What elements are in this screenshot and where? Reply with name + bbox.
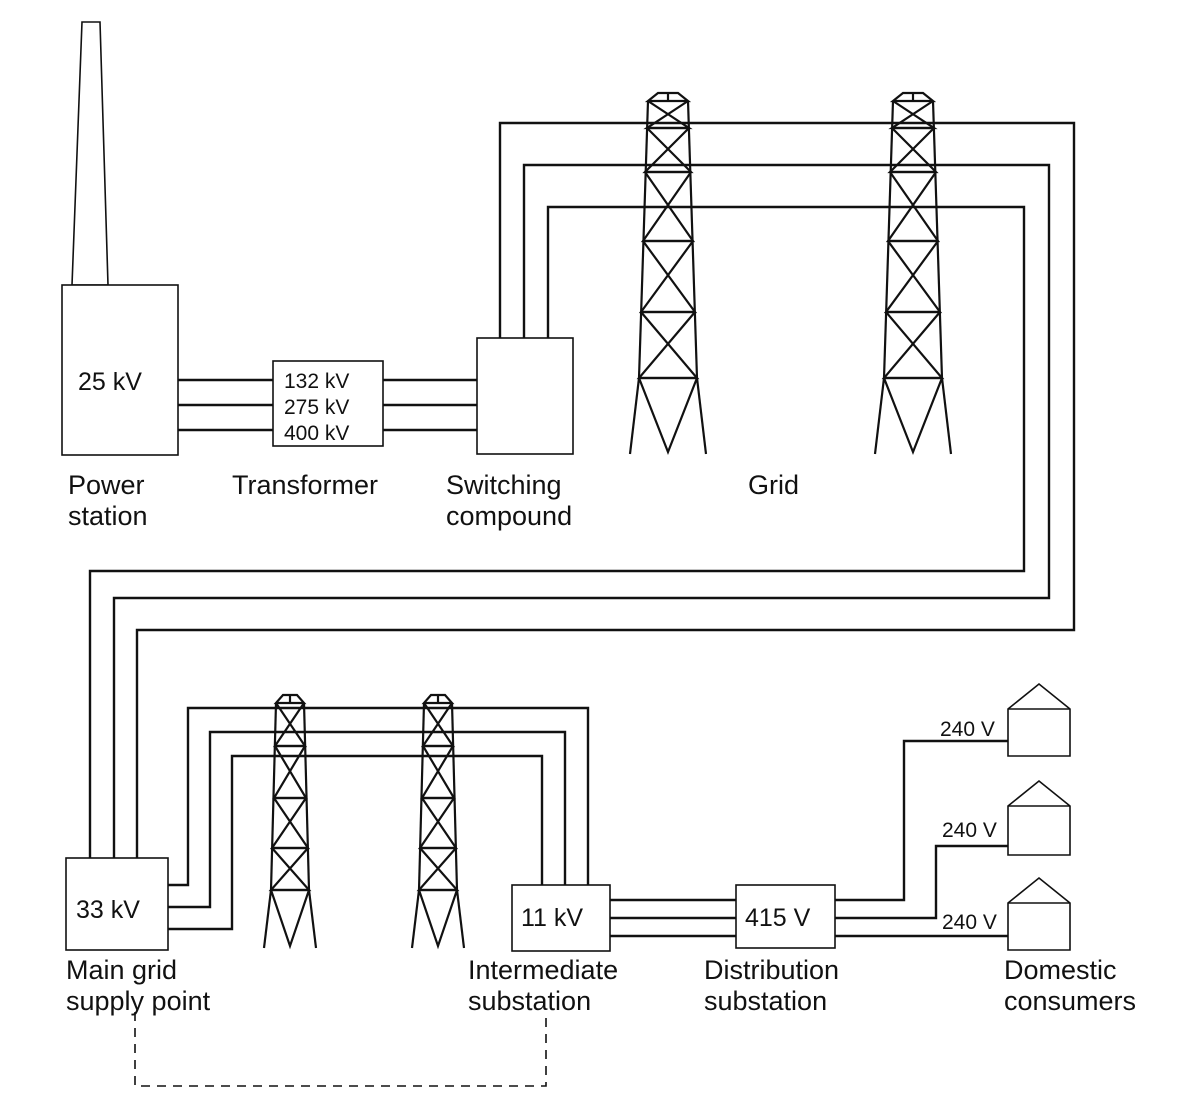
transformer-voltage-3: 400 kV — [284, 422, 349, 445]
intermediate-to-distribution-lines — [610, 898, 736, 938]
grid-pylon-right — [873, 91, 953, 456]
house-icon — [1007, 682, 1071, 757]
main-grid-supply-point-label-line1: Main grid — [66, 955, 177, 985]
distribution-substation-voltage: 415 V — [745, 904, 811, 932]
transformer-voltage-2: 275 kV — [284, 396, 349, 419]
house-voltage-1: 240 V — [940, 718, 995, 741]
main-grid-supply-point-label-line2: supply point — [66, 986, 211, 1016]
distribution-substation-box — [735, 884, 836, 949]
intermediate-substation-box — [511, 884, 611, 952]
power-station-box — [61, 284, 179, 456]
switching-compound-box — [476, 337, 574, 455]
power-to-transformer-lines — [178, 378, 273, 432]
main-grid-supply-point-box — [65, 857, 169, 951]
power-station-chimney — [71, 21, 109, 286]
switching-compound-label-line2: compound — [446, 501, 572, 531]
dashed-underground-link — [134, 1012, 547, 1087]
house-voltage-2: 240 V — [942, 819, 997, 842]
house-icon — [1007, 779, 1071, 856]
grid-pylon-left — [628, 91, 708, 456]
intermediate-substation-voltage: 11 kV — [521, 904, 583, 932]
intermediate-substation-label-line2: substation — [468, 986, 591, 1016]
transformer-to-switching-lines — [383, 378, 477, 432]
distribution-to-houses-lines — [835, 739, 1008, 938]
distribution-substation-label-line2: substation — [704, 986, 827, 1016]
power-station-label-line1: Power — [68, 470, 145, 500]
grid-transmission-lines — [88, 121, 1076, 858]
domestic-consumers-label-line1: Domestic — [1004, 955, 1117, 985]
transformer-label: Transformer — [232, 470, 378, 500]
grid-label: Grid — [748, 470, 799, 500]
domestic-consumers-label-line2: consumers — [1004, 986, 1136, 1016]
transformer-voltage-1: 132 kV — [284, 370, 349, 393]
house-voltage-3: 240 V — [942, 911, 997, 934]
house-icon — [1007, 876, 1071, 951]
distribution-substation-label-line1: Distribution — [704, 955, 839, 985]
switching-compound-label-line1: Switching — [446, 470, 562, 500]
local-pylon-left — [262, 693, 318, 950]
transformer-box — [272, 360, 384, 447]
main-grid-supply-point-voltage: 33 kV — [76, 896, 140, 924]
local-pylon-right — [410, 693, 466, 950]
power-station-voltage: 25 kV — [78, 368, 142, 396]
intermediate-substation-label-line1: Intermediate — [468, 955, 618, 985]
power-station-label-line2: station — [68, 501, 148, 531]
local-transmission-lines — [168, 706, 590, 931]
